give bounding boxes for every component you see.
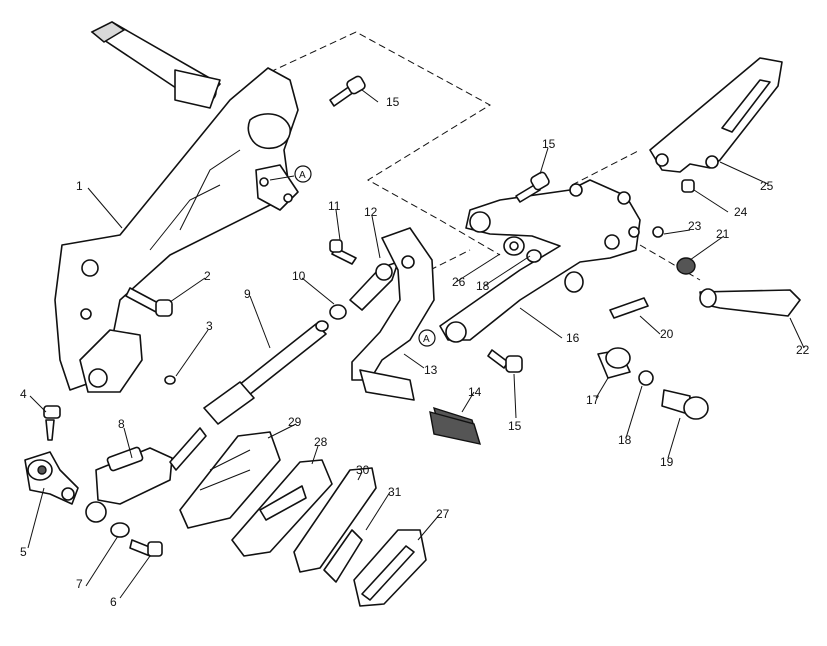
callout-leaders	[27, 89, 805, 599]
screw-11	[329, 239, 357, 265]
ring-18-lower	[638, 370, 654, 386]
bush-17-upper	[564, 271, 584, 293]
assembly-dashed-lines	[269, 31, 701, 281]
callout-22: 22	[796, 343, 810, 357]
callout-11: 11	[328, 199, 341, 213]
reference-mark-a-upper: A	[269, 165, 312, 183]
part-31-plate	[323, 529, 363, 583]
screw-2	[125, 287, 173, 317]
callout-23: 23	[688, 219, 702, 233]
part-5-clevis	[24, 451, 79, 505]
callout-29: 29	[288, 415, 302, 429]
callout-19: 19	[660, 455, 674, 469]
callout-4: 4	[20, 387, 27, 401]
callout-12: 12	[364, 205, 378, 219]
part-13-gearshift-lever	[349, 227, 435, 401]
part-14-rubber-peg	[429, 406, 482, 445]
part-30-plate	[293, 467, 377, 573]
callout-21: 21	[716, 227, 730, 241]
callout-7: 7	[76, 577, 83, 591]
callout-17: 17	[586, 393, 600, 407]
callout-2: 2	[204, 269, 211, 283]
callout-18-upper: 18	[476, 279, 490, 293]
pin-19	[661, 389, 709, 420]
callout-30: 30	[356, 463, 370, 477]
part-1-footrest-bracket	[54, 67, 299, 393]
tube-part	[90, 21, 221, 109]
nut-10	[329, 304, 347, 320]
washer-26	[503, 236, 525, 256]
callout-8: 8	[118, 417, 125, 431]
callout-13: 13	[424, 363, 438, 377]
callout-6: 6	[110, 595, 117, 609]
part-9-rod	[203, 320, 329, 425]
part-20-pin	[609, 297, 649, 319]
part-27-cover	[353, 529, 427, 607]
svg-text:A: A	[299, 170, 306, 181]
part-21-spring	[676, 257, 696, 275]
screw-23	[652, 226, 664, 238]
callout-3: 3	[206, 319, 213, 333]
callout-31: 31	[388, 485, 402, 499]
ring-18-upper	[526, 249, 542, 263]
part-25-heel-guard	[649, 57, 783, 173]
part-16-footrest-arm	[439, 179, 641, 343]
callout-9: 9	[244, 287, 251, 301]
screw-24	[681, 179, 695, 193]
screw-15-top	[329, 75, 366, 107]
callout-5: 5	[20, 545, 27, 559]
callout-27: 27	[436, 507, 450, 521]
callout-28: 28	[314, 435, 328, 449]
callout-14: 14	[468, 385, 482, 399]
part-22-footpeg	[699, 288, 801, 317]
callout-labels: 1 2 3 4 5 6 7 8 9 10 11 12 13 14 15 15 1…	[20, 95, 810, 609]
callout-25: 25	[760, 179, 774, 193]
screw-15-mid	[515, 171, 550, 203]
screw-4	[43, 405, 61, 441]
part-28-cover	[231, 459, 333, 557]
part-29-cover	[179, 431, 281, 529]
callout-15-mid: 15	[542, 137, 556, 151]
callout-10: 10	[292, 269, 306, 283]
svg-text:A: A	[423, 334, 430, 345]
callout-15-lower: 15	[508, 419, 522, 433]
screw-6	[129, 539, 163, 557]
reference-mark-a-lower: A	[418, 329, 436, 347]
callout-15-top: 15	[386, 95, 400, 109]
callout-26: 26	[452, 275, 466, 289]
callout-1: 1	[76, 179, 83, 193]
washer-3	[164, 375, 176, 385]
callout-16: 16	[566, 331, 580, 345]
bush-17-lower	[597, 347, 631, 379]
callout-24: 24	[734, 205, 748, 219]
part-8-master-cylinder	[85, 427, 207, 523]
washer-7	[110, 522, 130, 538]
callout-20: 20	[660, 327, 674, 341]
callout-18-lower: 18	[618, 433, 632, 447]
screw-15-lower	[487, 349, 523, 373]
